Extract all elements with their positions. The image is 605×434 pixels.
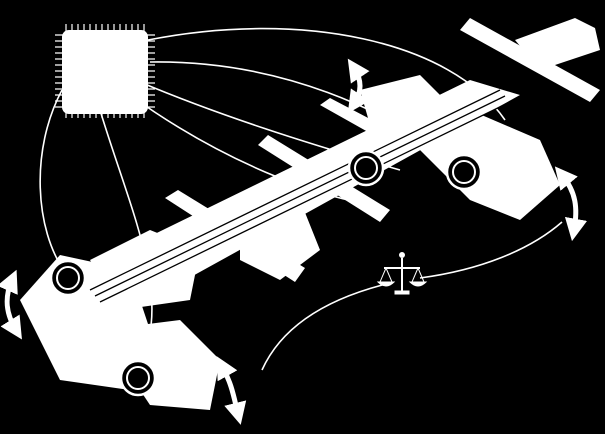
microchip-icon	[55, 24, 155, 118]
link-balance-right	[419, 221, 563, 279]
balance-scale-icon	[376, 252, 428, 295]
wheel-sensor-front-right	[347, 149, 385, 187]
height-arrow-rear-left	[216, 356, 247, 425]
vehicle-chassis	[20, 18, 600, 410]
connection-lines	[39, 27, 563, 371]
height-arrow-front-left	[0, 269, 22, 340]
height-arrow-rear-top	[347, 58, 370, 114]
wheel-sensor-rear-left	[119, 359, 157, 397]
link-chip-front-left	[39, 89, 66, 273]
frame-rail-lines	[89, 89, 511, 303]
link-balance-left	[261, 282, 391, 371]
height-arrow-front-right	[554, 166, 588, 242]
wheel-sensor-rear-right	[445, 153, 483, 191]
wheel-sensor-front-left	[49, 259, 87, 297]
